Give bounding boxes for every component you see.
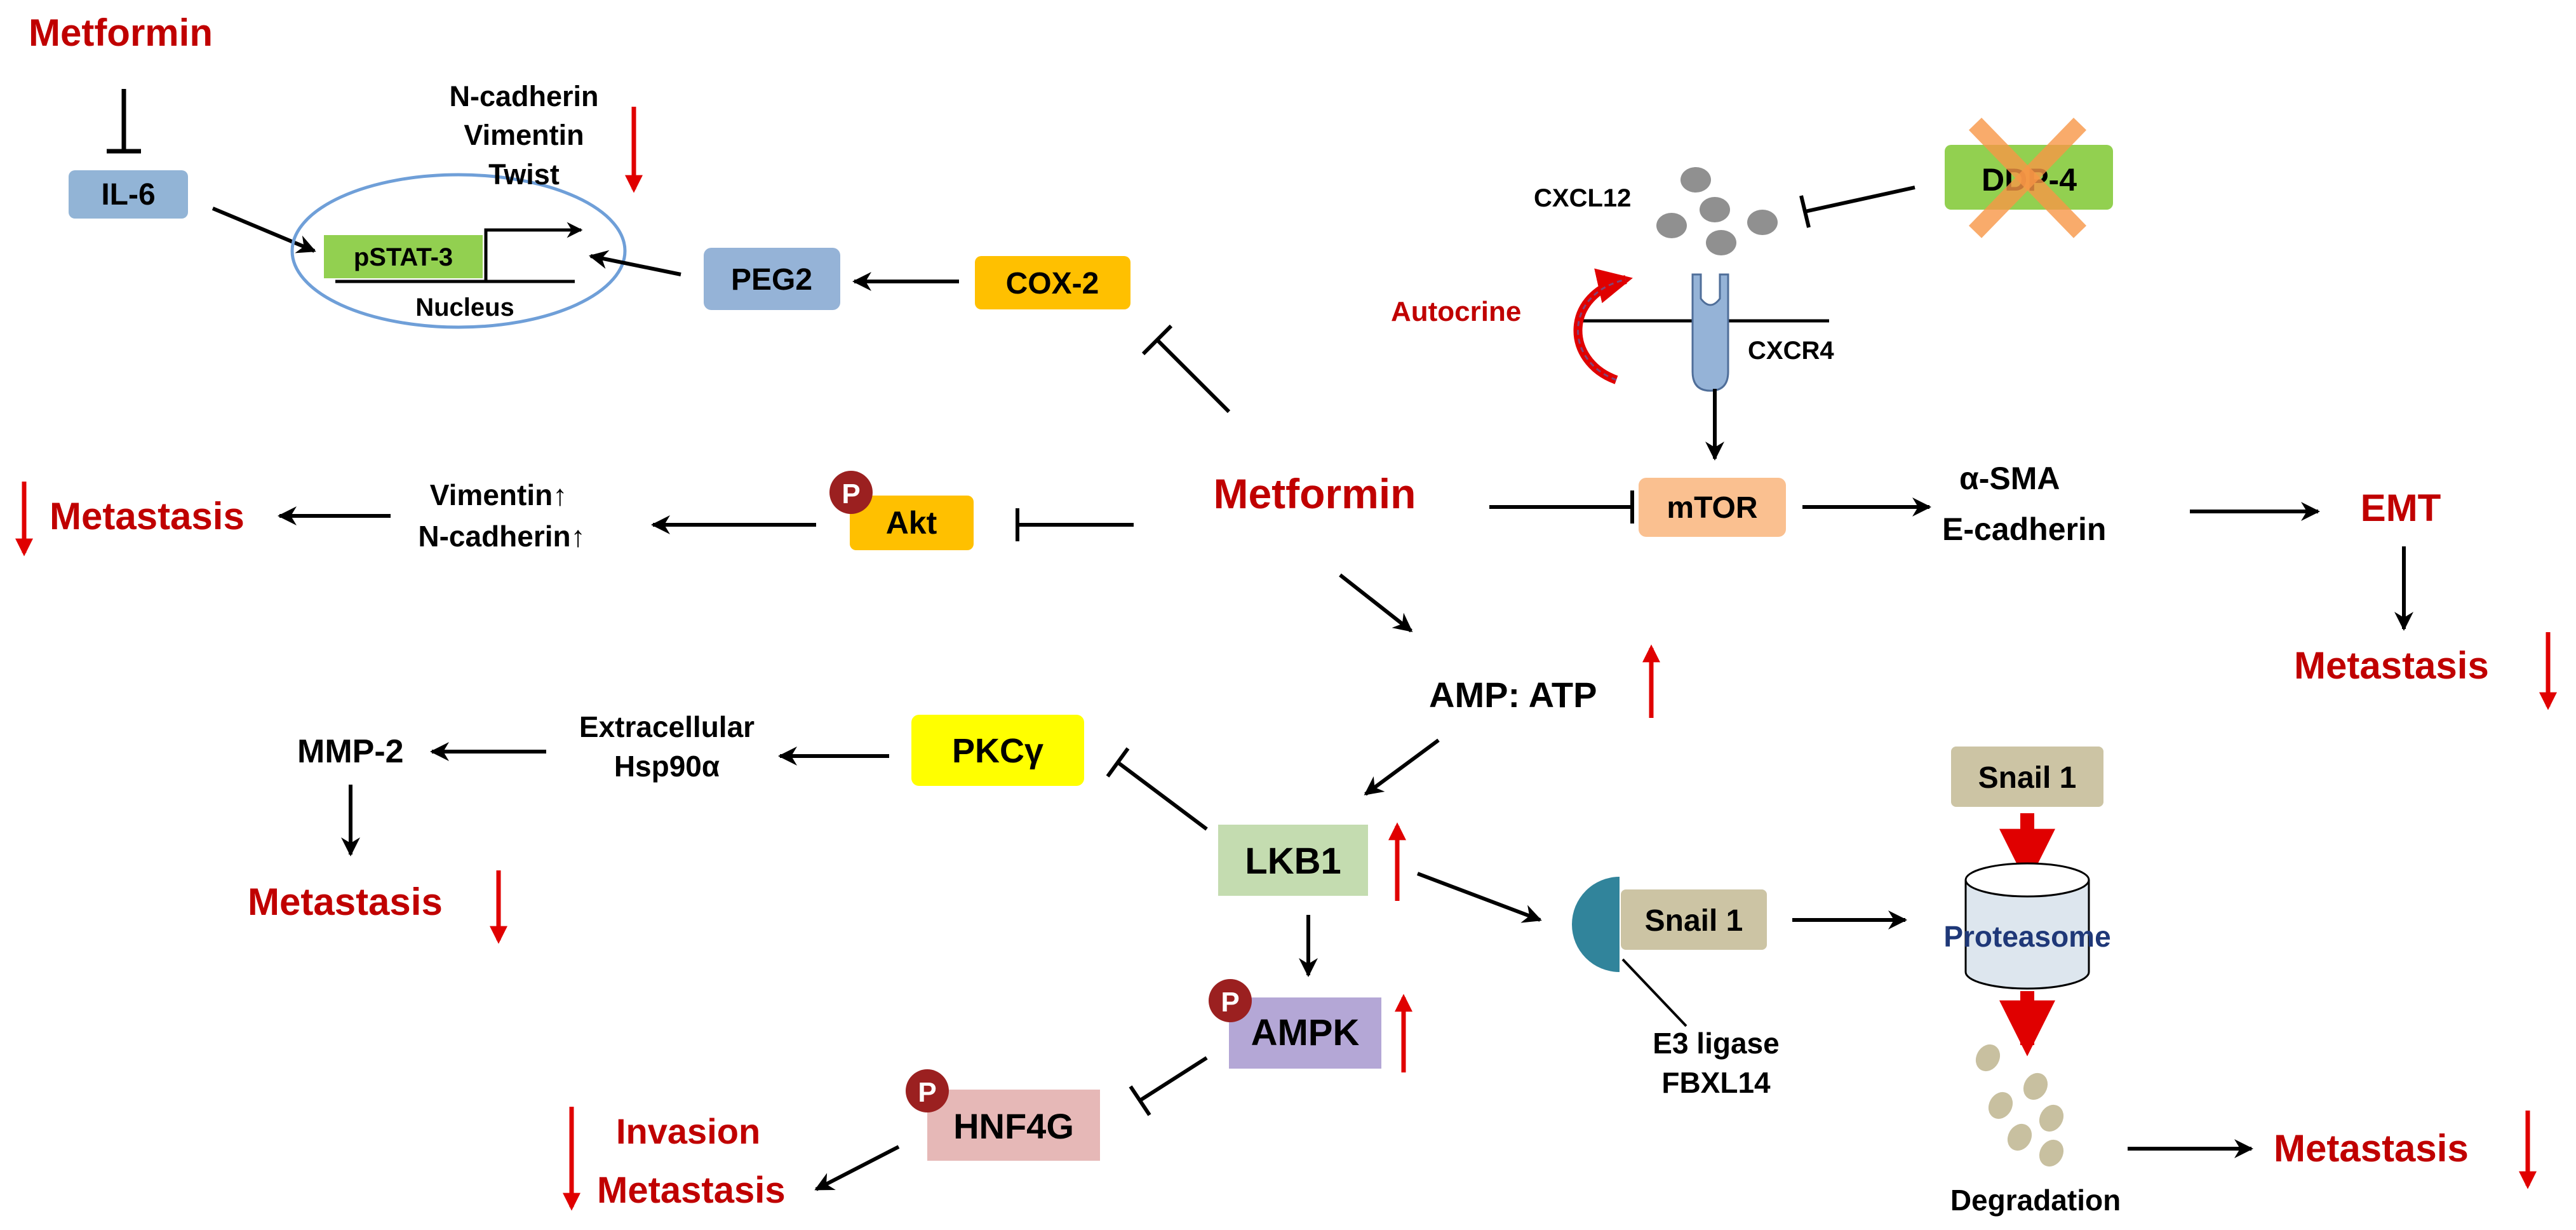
hnf4g-label: HNF4G (953, 1106, 1074, 1146)
akt-node (850, 496, 974, 550)
inhibit-metformin-cox2 (1155, 338, 1231, 414)
asma-label: α-SMA (1959, 461, 2060, 496)
hnf4g-node (927, 1090, 1100, 1161)
degradation-fragment (1975, 1044, 2001, 1072)
mtor-label: mTOR (1667, 491, 1757, 525)
cxcl12-dot (1680, 167, 1711, 193)
il6-node (69, 170, 188, 219)
autocrine-curved-arrow (1573, 268, 1633, 384)
metastasis-bottom-right-label: Metastasis (2274, 1127, 2469, 1170)
pkc-label: PKCγ (952, 732, 1043, 770)
degradation-fragment (2039, 1139, 2064, 1167)
e3-ligase-pointer (1621, 958, 1687, 1027)
inhibit-bar-cxcl12 (1799, 195, 1811, 228)
cxcr4-receptor (1691, 273, 1729, 392)
cox2-node (975, 256, 1130, 309)
cxcl12-dot (1656, 213, 1687, 238)
proteasome-cylinder (1964, 880, 2090, 990)
cxcl12-dot (1706, 230, 1736, 255)
cxcl12-dot (1747, 210, 1778, 235)
hsp90-label: Hsp90α (614, 750, 720, 783)
peg2-label: PEG2 (731, 263, 812, 297)
metastasis-emt-label: Metastasis (2294, 644, 2489, 687)
cxcl12-label: CXCL12 (1534, 184, 1631, 212)
mtor-node (1639, 478, 1786, 537)
arrow-metformin-ampatp (1339, 573, 1413, 633)
e3-ligase-label: E3 ligase (1653, 1027, 1779, 1060)
mmp2-label: MMP-2 (297, 733, 404, 770)
metformin-top-label: Metformin (29, 11, 213, 54)
amp-atp-label: AMP: ATP (1429, 675, 1597, 715)
snail-bound-label: Snail 1 (1645, 904, 1743, 938)
metastasis-mmp-label: Metastasis (248, 881, 443, 923)
snail-top-node (1951, 747, 2103, 807)
cox2-label: COX-2 (1006, 267, 1099, 301)
autocrine-curved-outline (1577, 278, 1627, 381)
cxcr4-label: CXCR4 (1748, 337, 1834, 365)
fbxl14-label: FBXL14 (1661, 1066, 1771, 1099)
e3-ligase-shape (1572, 877, 1620, 972)
pkc-node (911, 715, 1084, 786)
autocrine-label: Autocrine (1391, 296, 1521, 327)
degradation-fragment (1988, 1091, 2013, 1119)
phospho-badge-ampk (1209, 979, 1252, 1022)
ncadherin-top-label: N-cadherin (449, 80, 598, 112)
proteasome-top (1964, 862, 2090, 898)
proteasome-label: Proteasome (1943, 920, 2110, 953)
transcription-start-arrow (484, 222, 583, 281)
arrow-hnf4g-invasion (814, 1145, 900, 1191)
akt-label: Akt (886, 505, 937, 541)
phospho-akt-label: P (842, 478, 860, 510)
emt-label: EMT (2361, 487, 2441, 529)
twist-label: Twist (488, 158, 560, 191)
arrow-peg2-nucleus (589, 250, 681, 276)
inhibit-ampk-hnf4g (1139, 1056, 1208, 1102)
ampk-label: AMPK (1251, 1012, 1360, 1053)
degradation-fragment (2039, 1104, 2064, 1132)
metformin-center-label: Metformin (1214, 470, 1416, 517)
phospho-ampk-label: P (1221, 987, 1239, 1018)
ncadherin-up-label: N-cadherin↑ (418, 520, 585, 553)
invasion-label: Invasion (616, 1111, 760, 1151)
peg2-node (704, 248, 840, 310)
phospho-badge-hnf4g (906, 1069, 949, 1112)
cxcl12-dot (1700, 197, 1730, 222)
arrow-lkb1-snail (1416, 872, 1542, 923)
inhibit-bar-hnf4g (1129, 1085, 1151, 1116)
lkb1-label: LKB1 (1245, 841, 1341, 882)
pstat3-label: pSTAT-3 (354, 243, 453, 271)
ddp4-cross-mark (1968, 118, 2087, 238)
snail-bound-node (1621, 889, 1767, 950)
metastasis-bottom-left-label: Metastasis (597, 1170, 786, 1211)
degradation-label: Degradation (1950, 1184, 2121, 1217)
degradation-fragment (2007, 1123, 2032, 1151)
il6-label: IL-6 (101, 178, 155, 212)
ampk-node (1229, 997, 1381, 1069)
vimentin-top-label: Vimentin (464, 119, 584, 151)
vimentin-up-label: Vimentin↑ (430, 478, 567, 511)
inhibit-ddp4-cxcl12 (1804, 186, 1915, 213)
degradation-fragment (2023, 1072, 2048, 1100)
phospho-hnf4g-label: P (918, 1077, 936, 1108)
nucleus-ellipse (290, 173, 627, 329)
arrow-il6-pstat3 (211, 206, 316, 253)
nucleus-label: Nucleus (415, 294, 514, 321)
metastasis-left-label: Metastasis (50, 495, 245, 537)
snail-top-label: Snail 1 (1978, 761, 2077, 795)
lkb1-node (1218, 825, 1368, 896)
phospho-badge-akt (829, 471, 873, 514)
pstat3-node (324, 235, 483, 278)
inhibit-bar-cox2 (1141, 324, 1173, 356)
extracellular-label: Extracellular (579, 710, 755, 743)
inhibit-lkb1-pkc (1117, 760, 1208, 831)
ecadherin-label: E-cadherin (1942, 511, 2106, 547)
arrow-ampatp-lkb1 (1364, 738, 1440, 796)
inhibit-bar-pkc (1106, 747, 1130, 778)
